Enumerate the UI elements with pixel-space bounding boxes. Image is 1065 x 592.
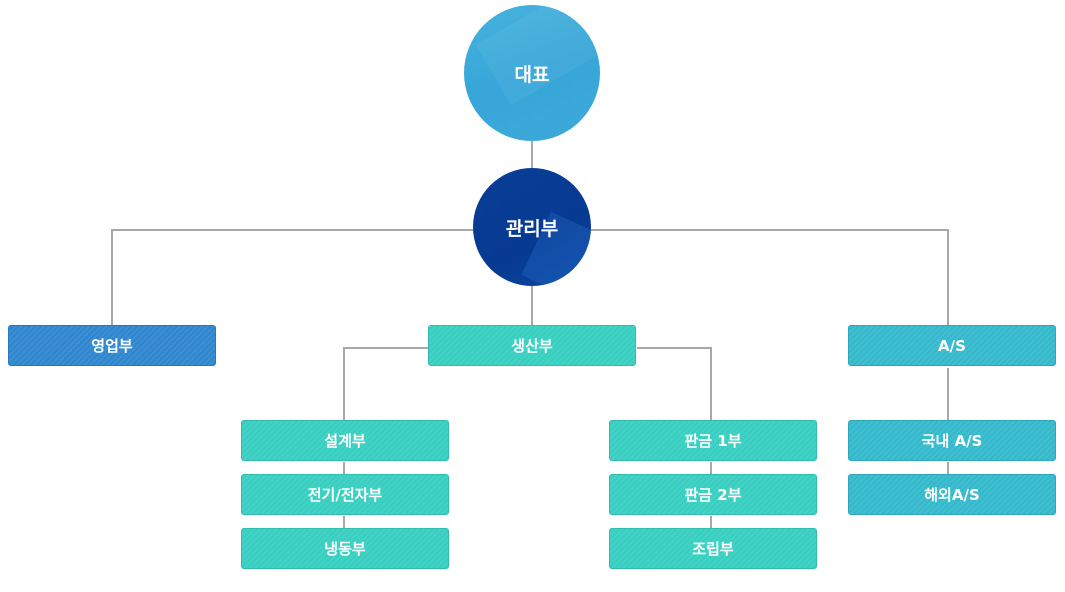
ceo-label: 대표 — [514, 63, 550, 86]
connector-right-stack-2 — [710, 516, 712, 528]
connector-right-stack-1 — [710, 462, 712, 474]
assembly-dept-node: 조립부 — [609, 528, 817, 569]
connector-to-service — [947, 229, 949, 326]
connector-left-stack-1 — [343, 462, 345, 474]
refrigeration-dept-node: 냉동부 — [241, 528, 449, 569]
connector-production-left-horizontal — [343, 347, 429, 349]
domestic-service-node: 국내 A/S — [848, 420, 1056, 461]
sheet-metal-2-node: 판금 2부 — [609, 474, 817, 515]
connector-production-right-vertical — [710, 347, 712, 421]
connector-ceo-management — [531, 141, 533, 169]
sheet-metal-1-node: 판금 1부 — [609, 420, 817, 461]
service-node: A/S — [848, 325, 1056, 366]
connector-management-production — [531, 285, 533, 326]
management-node: 관리부 — [473, 168, 591, 286]
sales-node: 영업부 — [8, 325, 216, 366]
design-dept-node: 설계부 — [241, 420, 449, 461]
electrical-dept-node: 전기/전자부 — [241, 474, 449, 515]
production-node: 생산부 — [428, 325, 636, 366]
connector-production-right-horizontal — [637, 347, 712, 349]
connector-service-stack — [947, 462, 949, 474]
ceo-node: 대표 — [464, 5, 600, 141]
management-label: 관리부 — [505, 217, 559, 240]
connector-production-left-vertical — [343, 347, 345, 421]
connector-to-sales — [111, 229, 113, 326]
connector-service-children — [947, 368, 949, 421]
overseas-service-node: 해외A/S — [848, 474, 1056, 515]
connector-left-stack-2 — [343, 516, 345, 528]
